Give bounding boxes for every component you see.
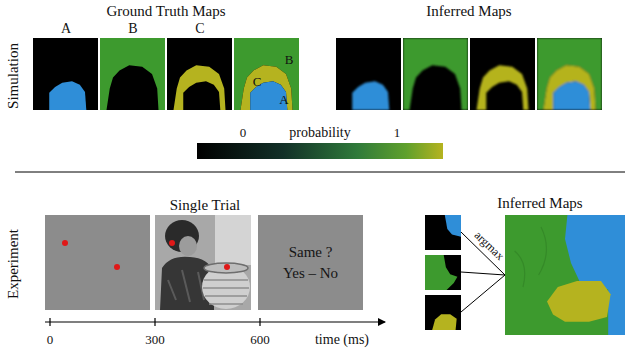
figure-shape: [100, 38, 165, 110]
prompt-text: Same ?: [289, 242, 333, 262]
operation-label: argmax: [472, 229, 507, 263]
colorbar-label: probability: [289, 125, 350, 140]
figure-shape: [33, 38, 98, 110]
figure-shape: [155, 215, 251, 310]
figure-shape: [425, 295, 461, 330]
figure-shape: [100, 38, 165, 110]
figure-shape: [505, 215, 625, 335]
figure-shape: [470, 38, 535, 110]
figure-shape: [114, 264, 120, 270]
figure-shape: [425, 255, 461, 290]
figure-shape: [537, 38, 602, 110]
colorbar-tick: 0: [240, 126, 247, 140]
response-panel: Same ?Yes – No: [258, 215, 363, 310]
axis-title: time (ms): [315, 332, 369, 347]
column-label: A: [61, 21, 71, 36]
figure-shape: [425, 295, 461, 330]
figure-shape: [515, 227, 547, 287]
figure-shape: [234, 38, 299, 110]
figure-shape: [336, 38, 401, 110]
figure-shape: [203, 272, 249, 304]
figure-shape: [15, 172, 625, 173]
figure-shape: [403, 38, 468, 110]
figure-shape: [49, 318, 50, 326]
axis-tick: 300: [145, 333, 165, 347]
figure-shape: [445, 215, 461, 237]
figure-shape: [537, 38, 602, 110]
figure-shape: [45, 215, 150, 310]
figure-shape: [168, 270, 204, 302]
figure-shape: [461, 272, 505, 275]
figure-shape: [259, 318, 260, 326]
panel-heading: Ground Truth Maps: [106, 3, 225, 20]
figure-shape: [204, 263, 248, 273]
figure-shape: [470, 38, 535, 110]
figure-shape: [234, 38, 299, 110]
figure-shape: [169, 240, 175, 246]
figure-shape: [403, 38, 468, 110]
figure-shape: [179, 236, 197, 256]
figure-shape: [432, 314, 456, 330]
figure-shape: [167, 38, 232, 110]
axis-tick: 600: [250, 333, 270, 347]
row-label: Experiment: [5, 229, 22, 299]
figure-shape: [461, 275, 505, 312]
figure-shape: [174, 65, 226, 110]
column-label: C: [195, 21, 204, 36]
row-label: Simulation: [5, 43, 22, 109]
figure-shape: [167, 38, 232, 110]
figure-shape: [553, 81, 590, 110]
figure-shape: [62, 240, 68, 246]
figure-shape: [425, 255, 457, 290]
figure-shape: [537, 38, 602, 110]
figure-shape: [45, 321, 385, 322]
figure-shape: [352, 81, 389, 110]
panel-heading: Inferred Maps: [426, 3, 511, 20]
figure-shape: [241, 65, 293, 110]
region-label: C: [253, 75, 262, 89]
figure-shape: [197, 143, 443, 159]
region-label: B: [285, 53, 294, 67]
colorbar-tick: 1: [394, 126, 401, 140]
figure-shape: [403, 38, 468, 110]
figure-shape: [100, 38, 165, 110]
panel-heading: Inferred Maps: [497, 195, 582, 212]
axis-tick: 0: [47, 333, 54, 347]
figure-shape: [425, 215, 461, 250]
figure-shape: [49, 81, 86, 110]
region-label: A: [279, 93, 288, 107]
panel-heading: Single Trial: [170, 197, 240, 214]
figure-shape: [505, 215, 625, 335]
figure-shape: [224, 264, 230, 270]
prompt-text: Yes – No: [283, 263, 338, 283]
figure-shape: [425, 215, 461, 250]
figure-shape: [537, 38, 602, 110]
figure-shape: [425, 255, 461, 290]
figure-shape: [547, 281, 611, 322]
figure-shape: [477, 65, 529, 110]
figure-shape: [477, 65, 529, 110]
figure-shape: [403, 38, 468, 110]
figure-shape: [234, 38, 299, 110]
figure-shape: [544, 65, 596, 110]
figure-shape: [215, 215, 251, 265]
figure-shape: [33, 38, 98, 110]
figure-shape: [336, 38, 401, 110]
figure-shape: [352, 81, 389, 110]
figure-shape: [154, 318, 155, 326]
column-label: B: [128, 21, 137, 36]
